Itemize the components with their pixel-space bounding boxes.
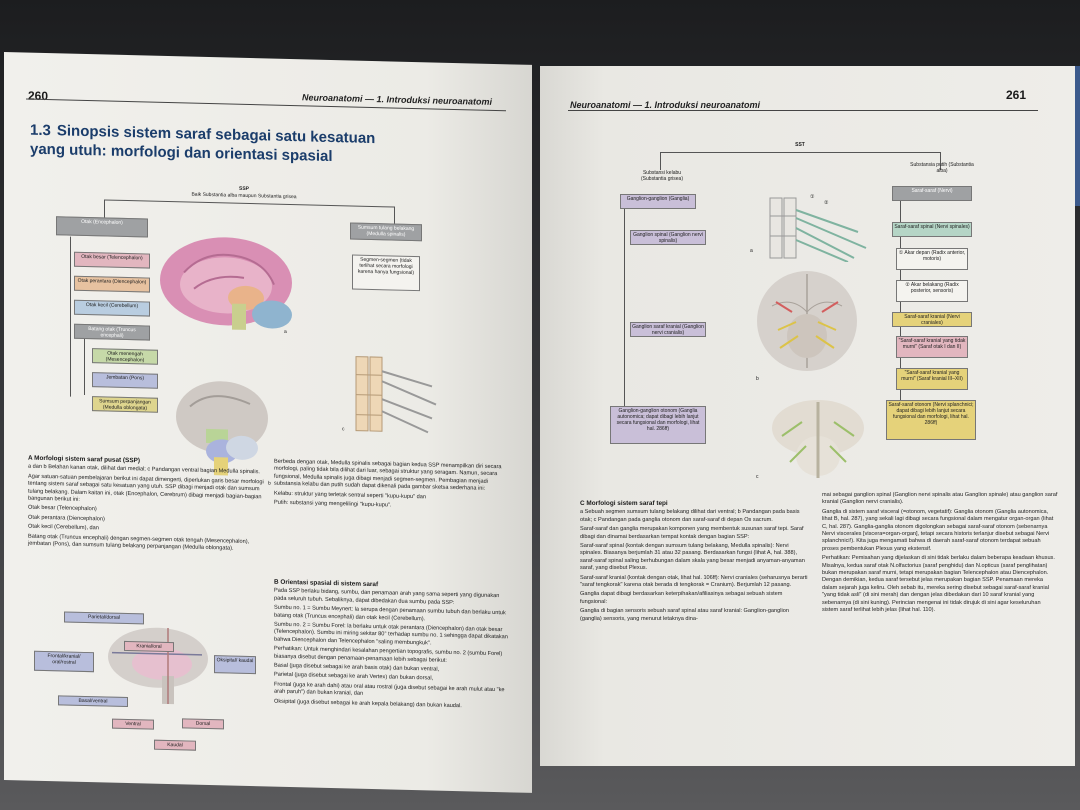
box-jembatan: Jembatan (Pons) [92, 372, 158, 389]
text-c2-p2: Perhatikan: Pemisahan yang dijelaskan di… [822, 555, 1055, 614]
box-saraf-tidak-murni: "Saraf-saraf kranial yang tidak murni" (… [896, 336, 968, 358]
text-c2-bullet: Ganglia di sistem saraf visceral (=otono… [822, 508, 1054, 552]
connector [940, 152, 941, 170]
box-segmen: Segmen-segmen (tidak terlihat secara mor… [352, 254, 420, 292]
text-block-c2: mai sebagai ganglion spinal (Ganglion ne… [822, 492, 1058, 617]
text-a2-p1: Berbeda dengan otak, Medulla spinalis se… [274, 458, 502, 492]
connector [84, 338, 85, 395]
heading-c: C Morfologi sistem saraf tepi [580, 500, 668, 507]
running-head: Neuroanatomi — 1. Introduksi neuroanatom… [302, 92, 493, 107]
box-otak-menengah: Otak menengah (Mesencephalon) [92, 348, 158, 365]
brain-base-illustration [757, 271, 857, 371]
box-batang-otak: Batang otak (Truncus encephali) [74, 323, 150, 341]
right-page: Neuroanatomi — 1. Introduksi neuroanatom… [540, 66, 1075, 766]
box-ganglion-spinal: Ganglion spinal (Ganglion nervi spinalis… [630, 230, 706, 245]
box-ganglion-otonom: Ganglion-ganglion otonom (Ganglia autono… [610, 406, 706, 444]
text-block-a: A Morfologi sistem saraf pusat (SSP) a d… [28, 455, 264, 556]
label-frontal: Frontal/kranial/ oral/rostral [34, 650, 94, 673]
text-b-bullet: Sumbu no. 2 = Sumbu Forel: la berlaku un… [274, 621, 508, 647]
box-sumsum-perpanjangan: Sumsum perpanjangan (Medulla oblongata) [92, 396, 158, 413]
left-page: 260 Neuroanatomi — 1. Introduksi neuroan… [4, 52, 532, 793]
section-number: 1.3 [30, 121, 51, 140]
text-c-p1: a Sebuah segmen sumsum tulang belakang d… [580, 509, 800, 523]
box-akar-depan: ① Akar depan (Radix anterior, motoris) [896, 248, 968, 270]
label-putih: Substansia putih (Substantia alba) [910, 162, 974, 174]
connector [70, 236, 71, 397]
header-rule [568, 110, 1038, 111]
label-kaudal: Kaudal [154, 739, 196, 751]
box-akar-belakang: ② Akar belakang (Radix posterior, sensor… [896, 280, 968, 302]
spinal-segment-illustration [769, 197, 867, 262]
text-c-bullet: Saraf-saraf kranial (kontak dengan otak,… [580, 574, 808, 589]
orientation-brain-illustration [108, 627, 208, 705]
brain-medial-illustration [160, 237, 292, 330]
connector [660, 152, 940, 153]
section-title-text: Sinopsis sistem saraf sebagai satu kesat… [30, 122, 376, 166]
connector [624, 209, 625, 435]
box-sumsum-tulang: Sumsum tulang belakang (Medulla spinalis… [350, 222, 422, 242]
box-ganglion-kranial: Ganglion saraf kranial (Ganglion nervi c… [630, 322, 706, 337]
sacrum-autonomic-illustration [772, 400, 864, 478]
box-ganglion-ganglion: Ganglion-ganglion (Ganglia) [620, 194, 696, 209]
box-saraf-kranial: Saraf-saraf kranial (Nervi craniales) [892, 312, 972, 327]
running-head: Neuroanatomi — 1. Introduksi neuroanatom… [570, 100, 761, 110]
spinal-segments-illustration [355, 356, 437, 434]
label-basal: Basal/ventral [58, 695, 128, 708]
fig-letter-c: c [342, 426, 345, 433]
label-oksipital: Oksipital/ kaudal [214, 655, 256, 675]
connector [660, 152, 661, 170]
text-block-a2: Berbeda dengan otak, Medulla spinalis se… [274, 459, 510, 515]
box-otak-kecil: Otak kecil (Cerebellum) [74, 299, 150, 317]
text-c2-p1: mai sebagai ganglion spinal (Ganglion ne… [822, 492, 1058, 506]
fig-letter-b: b [268, 480, 271, 487]
text-a-bullet: Batang otak (Truncus encephali) dengan s… [28, 533, 250, 552]
page-number: 261 [1006, 88, 1027, 102]
text-c-p2: Saraf-saraf dan ganglia merupakan kompon… [580, 526, 804, 540]
box-saraf-spinal: Saraf-saraf spinal (Nervi spinales) [892, 222, 972, 237]
label-kelabu: Substansi kelabu (Substantia grisea) [641, 170, 683, 182]
fig-letter-b: b [756, 376, 759, 382]
fig-letter-c: c [756, 474, 759, 480]
brainstem-illustration [176, 381, 268, 476]
connector [104, 199, 394, 208]
text-a-p2: Agar satuan-satuan pembelajaran berikut … [28, 473, 264, 503]
label-kranial: Kranial/oral [124, 640, 174, 653]
diagram-root-sst: SST [795, 142, 805, 148]
text-c-p3: Ganglia dapat dibagi berdasarkan keterpi… [580, 591, 783, 605]
box-otak: Otak (Encephalon) [56, 216, 148, 238]
box-saraf-saraf: Saraf-saraf (Nervi) [892, 186, 972, 201]
box-saraf-murni: "Saraf-saraf kranial yang murni" (Saraf … [896, 368, 968, 390]
text-c-bullet: Saraf-saraf spinal (kontak dengan sumsum… [580, 543, 805, 572]
fig-letter-a: a [750, 248, 753, 254]
circle-num-1: ① [810, 194, 815, 200]
box-otak-besar: Otak besar (Telencephalon) [74, 251, 150, 269]
text-block-c: C Morfologi sistem saraf tepi a Sebuah s… [580, 500, 808, 625]
text-c-bullet: Ganglia di bagian sensoris sebuah saraf … [580, 608, 789, 622]
circle-num-2: ② [824, 200, 829, 206]
box-otak-perantara: Otak perantara (Diencephalon) [74, 275, 150, 293]
page-number: 260 [28, 88, 49, 104]
diagram-root-sub: Baik Substantia alba maupun Substantia g… [191, 191, 297, 201]
label-ventral: Ventral [112, 718, 154, 730]
connector [394, 206, 395, 225]
box-saraf-otonom: Saraf-saraf otonom (Nervi splanchnici; d… [886, 400, 976, 440]
label-dorsal: Dorsal [182, 718, 224, 730]
text-block-b: B Orientasi spasial di sistem saraf Pada… [274, 579, 510, 714]
fig-letter-a: a [284, 328, 287, 335]
